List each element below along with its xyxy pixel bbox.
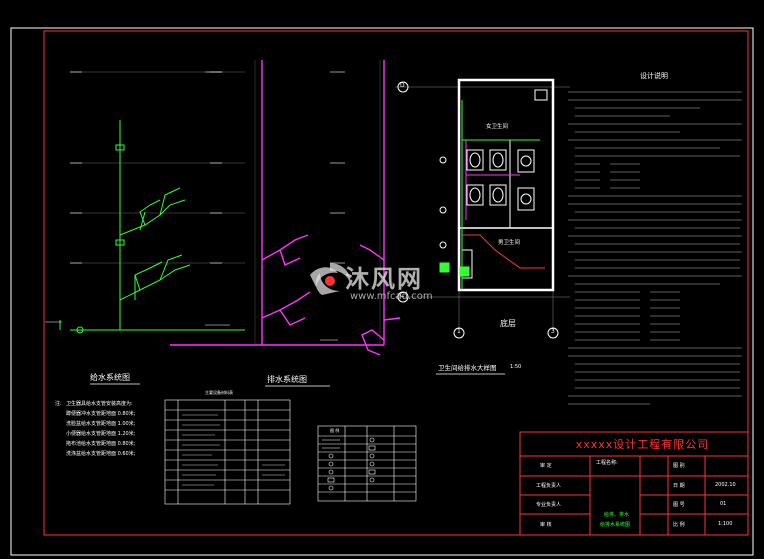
tb-value-scale: 1:100: [718, 521, 733, 527]
tb-label-date: 日 期: [673, 483, 685, 489]
floor-label: 底层: [500, 319, 516, 328]
male-wc-label: 男卫生间: [498, 240, 521, 246]
tb-project-label: 工程名称:: [596, 460, 618, 466]
tb-drawing-name-2: 给排水系统图: [600, 522, 631, 528]
detail-scale: 1:50: [510, 364, 522, 370]
axis-label-d: D: [400, 82, 405, 89]
supply-note-line: 卫生器具给水支管安装高度为:: [66, 401, 133, 407]
supply-note-line: 洗脸盆给水支管距地面 1.00米;: [66, 421, 136, 427]
material-table-title: 主要设备材料表: [205, 390, 233, 395]
supply-note-line: 蹲便器冲水支管距地面 0.80米;: [66, 411, 136, 417]
axis-label-1: 1: [457, 328, 461, 335]
tb-label-number: 图 号: [673, 502, 685, 508]
tb-label-scale: 比 例: [673, 522, 685, 528]
watermark-logo-icon: [310, 263, 351, 295]
supply-system-title: 给水系统图: [90, 373, 130, 382]
tb-label-category: 图 别: [673, 463, 685, 469]
watermark-url: www.mfcad.com: [350, 291, 433, 302]
legend-table-title: 图 例: [330, 428, 340, 433]
design-notes-lines: [568, 91, 742, 405]
title-block: [519, 431, 749, 536]
inner-frame: [43, 30, 749, 536]
female-wc-label: 女卫生间: [486, 124, 509, 130]
supply-notes-head: 注:: [55, 401, 62, 407]
legend-symbols: [322, 437, 376, 491]
outer-border: [10, 27, 754, 556]
drain-system-diagram: [170, 60, 401, 356]
title-block-company: xxxxx设计工程有限公司: [575, 438, 710, 451]
tb-role-4: 审 核: [540, 522, 552, 528]
detail-title: 卫生间给排水大样图: [438, 364, 497, 372]
axis-label-3: 3: [551, 328, 555, 335]
design-notes-title: 设计说明: [640, 72, 668, 80]
tb-value-date: 2002.10: [715, 482, 736, 488]
supply-note-line: 洗涤盆给水支管距地面 0.60米;: [66, 451, 136, 457]
material-table: [164, 399, 291, 505]
material-table-entries: [182, 414, 285, 486]
supply-note-line: 小便器给水支管距地面 1.20米;: [66, 431, 136, 437]
axis-label-c: C: [400, 292, 405, 299]
watermark-brand: 沐风网: [345, 265, 423, 293]
tb-drawing-name-1: 给排、排水: [604, 512, 630, 518]
supply-note-line: 拖布池给水支管距地面 0.80米;: [66, 441, 136, 447]
tb-role-2: 工程负责人: [536, 483, 562, 489]
tb-role-3: 专业负责人: [536, 502, 562, 508]
legend-table: [317, 425, 417, 502]
toilet-detail-plan: [395, 78, 570, 339]
supply-system-diagram: [59, 71, 245, 334]
tb-role-1: 审 定: [540, 463, 552, 469]
drain-system-title: 排水系统图: [267, 375, 307, 384]
tb-value-number: 01: [720, 501, 727, 507]
